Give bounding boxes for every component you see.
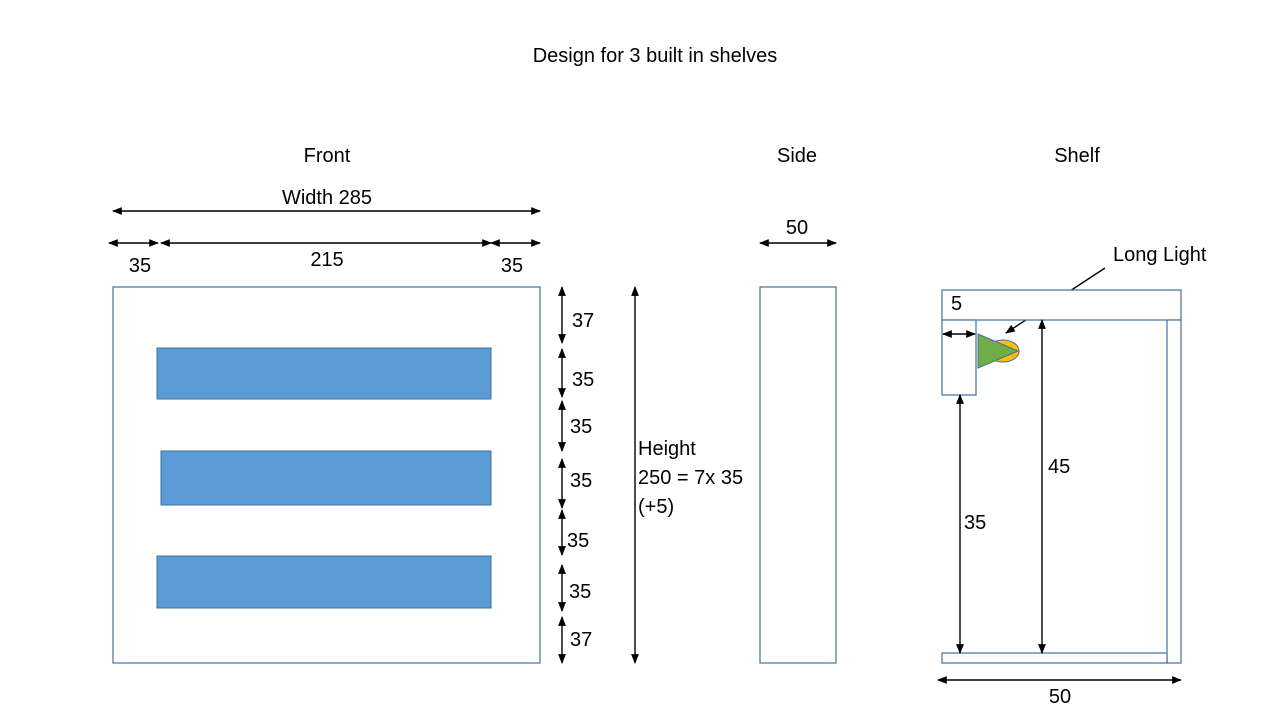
row-height-label: 37 <box>572 310 594 332</box>
light-valance <box>941 319 977 396</box>
front-view: Front Width 285 35 215 35 37 35 35 35 35… <box>108 145 743 664</box>
long-light-label: Long Light <box>1113 244 1207 266</box>
row-height-label: 35 <box>567 530 589 552</box>
left-margin-label: 35 <box>129 255 151 277</box>
height-label-line3: (+5) <box>638 496 674 518</box>
side-label: Side <box>777 145 817 167</box>
height-label-line2: 250 = 7x 35 <box>638 467 743 489</box>
back-board <box>1166 319 1182 664</box>
top-board <box>941 289 1182 321</box>
shelf-2 <box>160 450 492 506</box>
width-label: Width 285 <box>282 187 372 209</box>
diagram-title: Design for 3 built in shelves <box>533 45 778 67</box>
side-view: Side 50 <box>759 145 837 664</box>
shelf-3 <box>156 555 492 609</box>
right-margin-label: 35 <box>501 255 523 277</box>
shelf-depth-label: 50 <box>1049 686 1071 708</box>
shelf-1 <box>156 347 492 400</box>
side-panel <box>759 286 837 664</box>
row-height-label: 35 <box>570 416 592 438</box>
row-height-label: 37 <box>570 629 592 651</box>
front-label: Front <box>304 145 351 167</box>
side-depth-label: 50 <box>786 217 808 239</box>
inner-width-label: 215 <box>310 249 343 271</box>
row-height-label: 35 <box>572 369 594 391</box>
lower-height-label: 35 <box>964 512 986 534</box>
shelf-view: Shelf Long Light 5 35 45 50 <box>937 145 1207 708</box>
light-beam-icon <box>977 333 1020 369</box>
shelf-label: Shelf <box>1054 145 1100 167</box>
top-thickness-label: 5 <box>951 293 962 315</box>
height-label-line1: Height <box>638 438 696 460</box>
row-height-label: 35 <box>569 581 591 603</box>
row-height-label: 35 <box>570 470 592 492</box>
bottom-board <box>941 652 1168 664</box>
full-height-label: 45 <box>1048 456 1070 478</box>
